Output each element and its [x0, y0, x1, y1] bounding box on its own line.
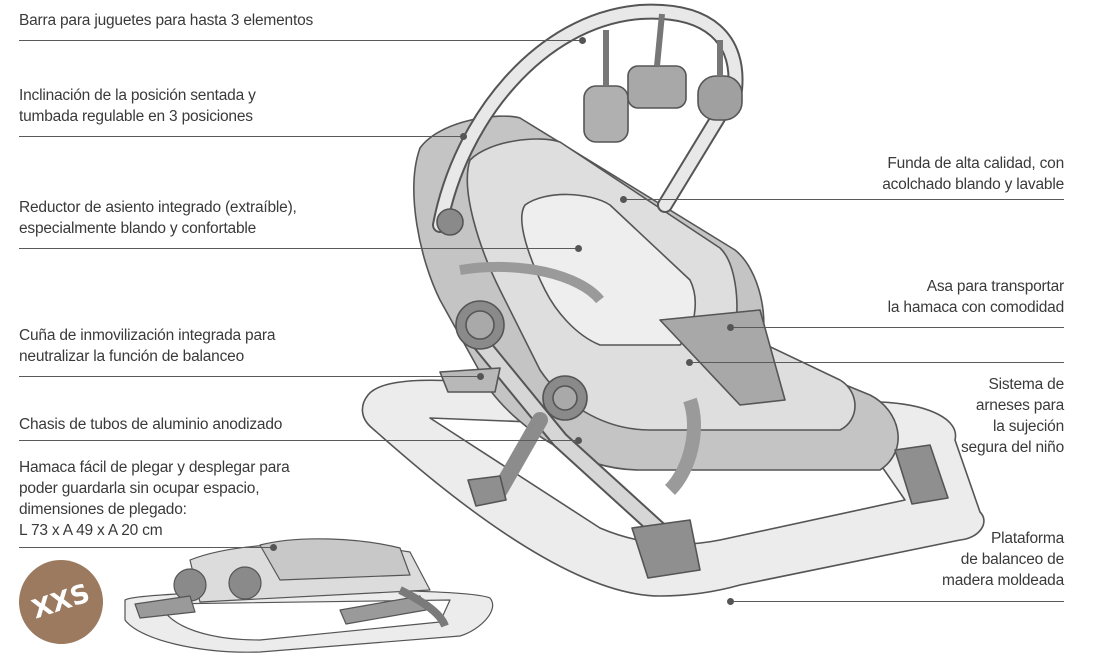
- label-toy-bar: Barra para juguetes para hasta 3 element…: [19, 10, 313, 31]
- label-reducer: Reductor de asiento integrado (extraíble…: [19, 197, 297, 239]
- leader-recline: [19, 136, 464, 137]
- leader-harness: [690, 362, 1064, 363]
- leader-fold: [19, 547, 274, 548]
- leader-dot-platform: [727, 598, 734, 605]
- label-harness: Sistema de arneses para la sujeción segu…: [961, 374, 1064, 458]
- label-chassis: Chasis de tubos de aluminio anodizado: [19, 414, 282, 435]
- leader-handle: [731, 327, 1064, 328]
- toy-left: [584, 86, 628, 142]
- folded-bouncer-thumbnail: [125, 539, 493, 652]
- leader-platform: [731, 601, 1064, 602]
- leader-cover: [624, 199, 1064, 200]
- leader-dot-harness: [686, 359, 693, 366]
- leader-dot-fold: [270, 544, 277, 551]
- wedge: [440, 368, 500, 392]
- leader-wedge: [19, 376, 481, 377]
- label-fold: Hamaca fácil de plegar y desplegar para …: [19, 457, 290, 541]
- leader-dot-recline: [460, 133, 467, 140]
- toy-center: [628, 66, 686, 108]
- leader-dot-chassis: [575, 437, 582, 444]
- leader-toy-bar: [19, 40, 584, 41]
- leader-dot-cover: [620, 196, 627, 203]
- leader-dot-reducer: [575, 245, 582, 252]
- label-platform: Plataforma de balanceo de madera moldead…: [942, 528, 1064, 591]
- leader-dot-handle: [727, 324, 734, 331]
- leader-dot-toy-bar: [579, 37, 586, 44]
- leader-chassis: [19, 440, 579, 441]
- leader-dot-wedge: [477, 373, 484, 380]
- leader-reducer: [19, 248, 579, 249]
- toy-right: [698, 76, 742, 120]
